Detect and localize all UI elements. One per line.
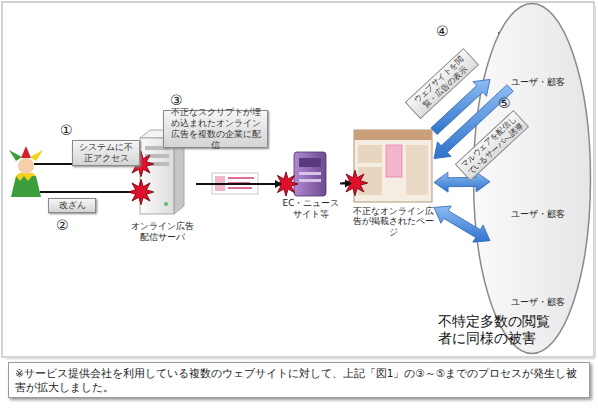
node-text: 不正なオンライン広告が掲載されたページ	[352, 206, 434, 238]
site-server-slot	[299, 179, 321, 182]
frame-shadow	[6, 358, 595, 360]
web-page-node: 不正なオンライン広告が掲載されたページ	[352, 128, 434, 238]
attacker-collar	[16, 173, 36, 181]
malicious-ad	[386, 145, 402, 177]
note-text: ※サービス提供会社を利用している複数のウェブサイトに対して、上記「図1」の③～⑤…	[15, 366, 583, 394]
site-server-panel	[299, 158, 321, 167]
callout-number: ④	[436, 24, 449, 38]
group-caption: 不特定多数の閲覧者に同様の被害	[438, 313, 560, 347]
callout-number: ③	[170, 93, 183, 107]
note-box: ※サービス提供会社を利用している複数のウェブサイトに対して、上記「図1」の③～⑤…	[8, 362, 590, 398]
callout-number: ⑤	[498, 96, 511, 110]
user-node: ユーザ・顧客	[490, 10, 585, 88]
step-box: システムに不正アクセス	[72, 140, 140, 166]
site-server-slot	[299, 172, 321, 175]
server-front	[140, 138, 174, 214]
node-text: オンライン広告配信サーバ	[128, 221, 196, 243]
website-server-node: EC・ニュースサイト等	[282, 148, 340, 220]
node-text: ユーザ・顧客	[511, 209, 565, 220]
frame-shadow	[594, 6, 596, 358]
node-text: ユーザ・顧客	[511, 77, 565, 88]
user-node: ユーザ・顧客	[490, 230, 585, 308]
victim-group: 不特定多数の閲覧者に同様の被害ユーザ・顧客ユーザ・顧客ユーザ・顧客	[472, 2, 592, 355]
node-text: 不正なスクリプトが埋め込まれたオンライン広告を複数の企業に配信	[167, 107, 264, 150]
frame	[2, 2, 594, 357]
attack-line	[40, 191, 140, 193]
delivery-arrow	[196, 180, 282, 188]
arrow-shape	[340, 180, 352, 188]
node-text: EC・ニュースサイト等	[282, 198, 340, 220]
attacker-body	[11, 176, 41, 197]
step-box: 不正なスクリプトが埋め込まれたオンライン広告を複数の企業に配信	[163, 110, 268, 148]
step-box: 改ざん	[48, 198, 96, 213]
ad-banner-line	[228, 177, 254, 179]
jester-hat	[21, 146, 31, 158]
site-server	[294, 152, 326, 196]
damage-burst	[342, 170, 367, 195]
callout-number: ②	[56, 218, 69, 232]
ad-banner-image	[215, 176, 225, 191]
delivery-arrow	[340, 180, 352, 188]
attacker-head	[18, 158, 34, 174]
web-page-block	[358, 145, 382, 163]
server-led	[164, 202, 168, 206]
jester-hat	[9, 150, 22, 161]
damage-burst	[128, 179, 153, 204]
ad-banner	[212, 173, 258, 194]
callout-number: ①	[60, 123, 73, 137]
arrow-shape	[196, 180, 282, 188]
ellipse-shape	[474, 4, 591, 354]
ad-banner-line	[228, 182, 250, 184]
node-text: ユーザ・顧客	[511, 297, 565, 308]
damage-burst	[274, 172, 298, 196]
ad-banner-line	[228, 187, 252, 189]
web-page-block	[406, 145, 428, 195]
web-page-header	[354, 130, 432, 140]
web-page	[354, 130, 432, 202]
node-text: 改ざん	[59, 200, 86, 211]
jester-hat	[30, 150, 43, 161]
user-node: ユーザ・顧客	[490, 142, 585, 220]
node-text: システムに不正アクセス	[76, 142, 136, 164]
